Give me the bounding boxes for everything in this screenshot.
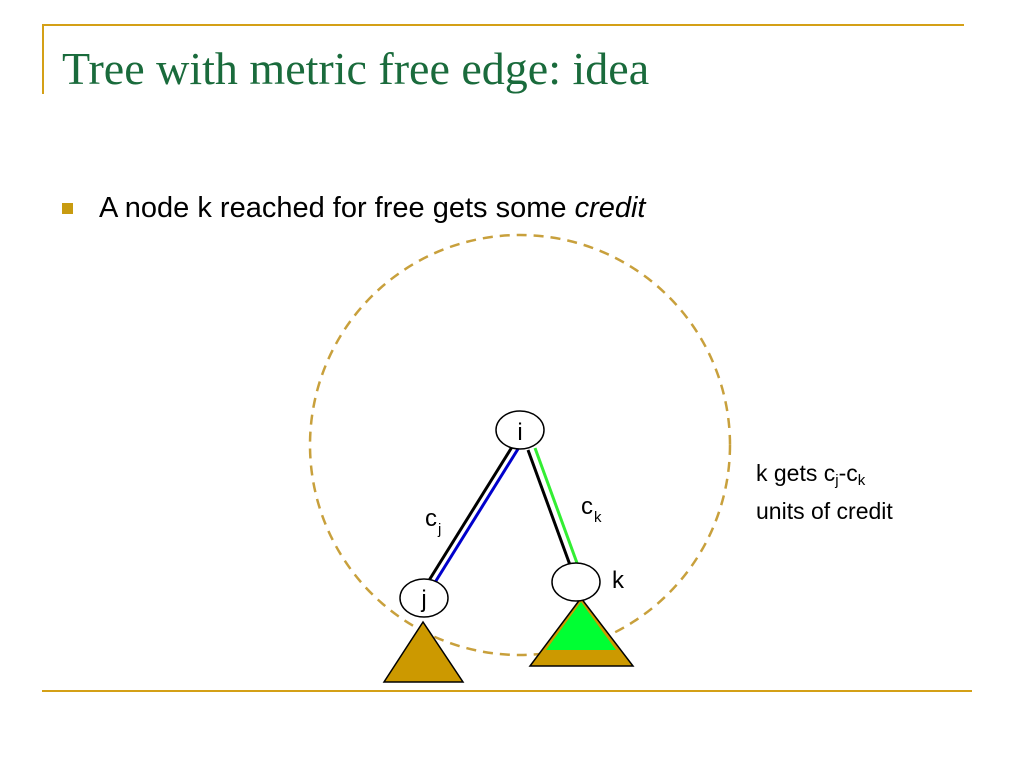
node-j	[399, 578, 449, 618]
node-k	[551, 562, 601, 602]
edge-i-j-black	[426, 446, 514, 583]
node-j-label: j	[420, 586, 426, 613]
frame-top-line	[42, 24, 964, 26]
frame-left-line	[42, 24, 44, 94]
annotation-c1: c	[823, 460, 836, 486]
subtree-j-triangle	[382, 620, 465, 683]
edge-k-cost-label: c k	[581, 493, 602, 526]
edge-j-cost-base: c	[425, 505, 437, 532]
edge-j-cost-label: c j	[425, 505, 441, 538]
frame-bottom-line	[42, 690, 972, 692]
edge-j-cost-sub: j	[437, 521, 441, 538]
edge-i-k-green	[533, 447, 579, 564]
node-i-label: i	[517, 419, 522, 446]
credit-area-green	[546, 602, 616, 650]
credit-annotation: k gets cj-ck units of credit	[756, 458, 893, 527]
bullet-text: A node k reached for free gets some cred…	[99, 192, 645, 225]
annotation-c2: c	[846, 460, 858, 486]
annotation-prefix: k gets	[756, 460, 824, 486]
edge-i-j-blue	[432, 448, 520, 585]
annotation-sub-j: j	[835, 472, 839, 489]
bullet-text-emphasis: credit	[574, 192, 646, 224]
annotation-sub-k: k	[857, 472, 866, 489]
edge-i-k-black	[526, 449, 572, 566]
bullet-item: A node k reached for free gets some cred…	[62, 192, 645, 225]
edge-k-cost-sub: k	[594, 509, 602, 526]
node-i	[495, 410, 545, 450]
annotation-dash: -	[838, 460, 847, 486]
square-bullet-icon	[62, 203, 73, 214]
edge-k-cost-base: c	[581, 493, 593, 520]
annotation-line-1: k gets cj-ck	[756, 458, 893, 496]
node-k-label: k	[612, 567, 625, 594]
bullet-text-main: A node k reached for free gets some	[99, 192, 575, 224]
annotation-line-2: units of credit	[756, 498, 893, 524]
slide-title: Tree with metric free edge: idea	[62, 43, 650, 94]
dashed-radius-circle	[308, 233, 732, 657]
